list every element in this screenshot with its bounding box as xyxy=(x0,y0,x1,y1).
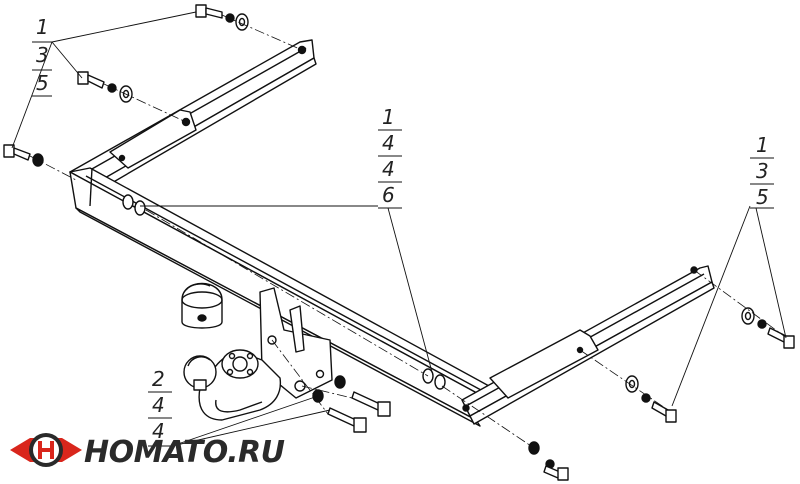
axis-lines xyxy=(29,14,785,449)
homato-logo: HOMATO.RU xyxy=(10,433,285,470)
callout-right: 1 3 5 xyxy=(750,133,774,209)
svg-text:3: 3 xyxy=(756,159,769,183)
svg-text:4: 4 xyxy=(152,419,165,443)
right-side-bracket xyxy=(461,265,715,425)
fasteners-bottom xyxy=(312,375,569,481)
fasteners-top-left xyxy=(3,4,249,167)
svg-text:4: 4 xyxy=(152,393,165,417)
bolt xyxy=(651,401,677,423)
ball-cover-cap xyxy=(181,282,223,329)
callout-bottom-left: 2 4 4 xyxy=(148,367,172,447)
callout-leaders xyxy=(11,11,787,447)
bolt xyxy=(543,465,569,481)
svg-text:3: 3 xyxy=(36,43,49,67)
svg-text:1: 1 xyxy=(756,133,769,157)
bolt xyxy=(77,71,105,89)
bolt xyxy=(351,391,391,417)
callout-middle: 1 4 4 6 xyxy=(378,105,402,209)
svg-text:1: 1 xyxy=(36,15,49,39)
bolt xyxy=(327,407,367,433)
callout-top-left: 1 3 5 xyxy=(32,15,52,97)
bolt xyxy=(3,144,31,161)
svg-text:5: 5 xyxy=(756,185,769,209)
logo-text: HOMATO.RU xyxy=(84,435,285,470)
svg-text:1: 1 xyxy=(382,105,395,129)
tow-ball-hitch xyxy=(183,349,282,421)
svg-text:5: 5 xyxy=(36,71,49,95)
svg-text:2: 2 xyxy=(152,367,165,391)
winged-h-emblem-icon xyxy=(10,433,82,467)
bolt xyxy=(195,4,223,19)
svg-text:4: 4 xyxy=(382,131,395,155)
fasteners-right xyxy=(625,307,795,423)
bolt xyxy=(767,327,795,349)
left-side-bracket xyxy=(69,39,317,199)
svg-text:6: 6 xyxy=(382,183,395,207)
fasteners-crossbar xyxy=(122,194,446,390)
svg-text:4: 4 xyxy=(382,157,395,181)
